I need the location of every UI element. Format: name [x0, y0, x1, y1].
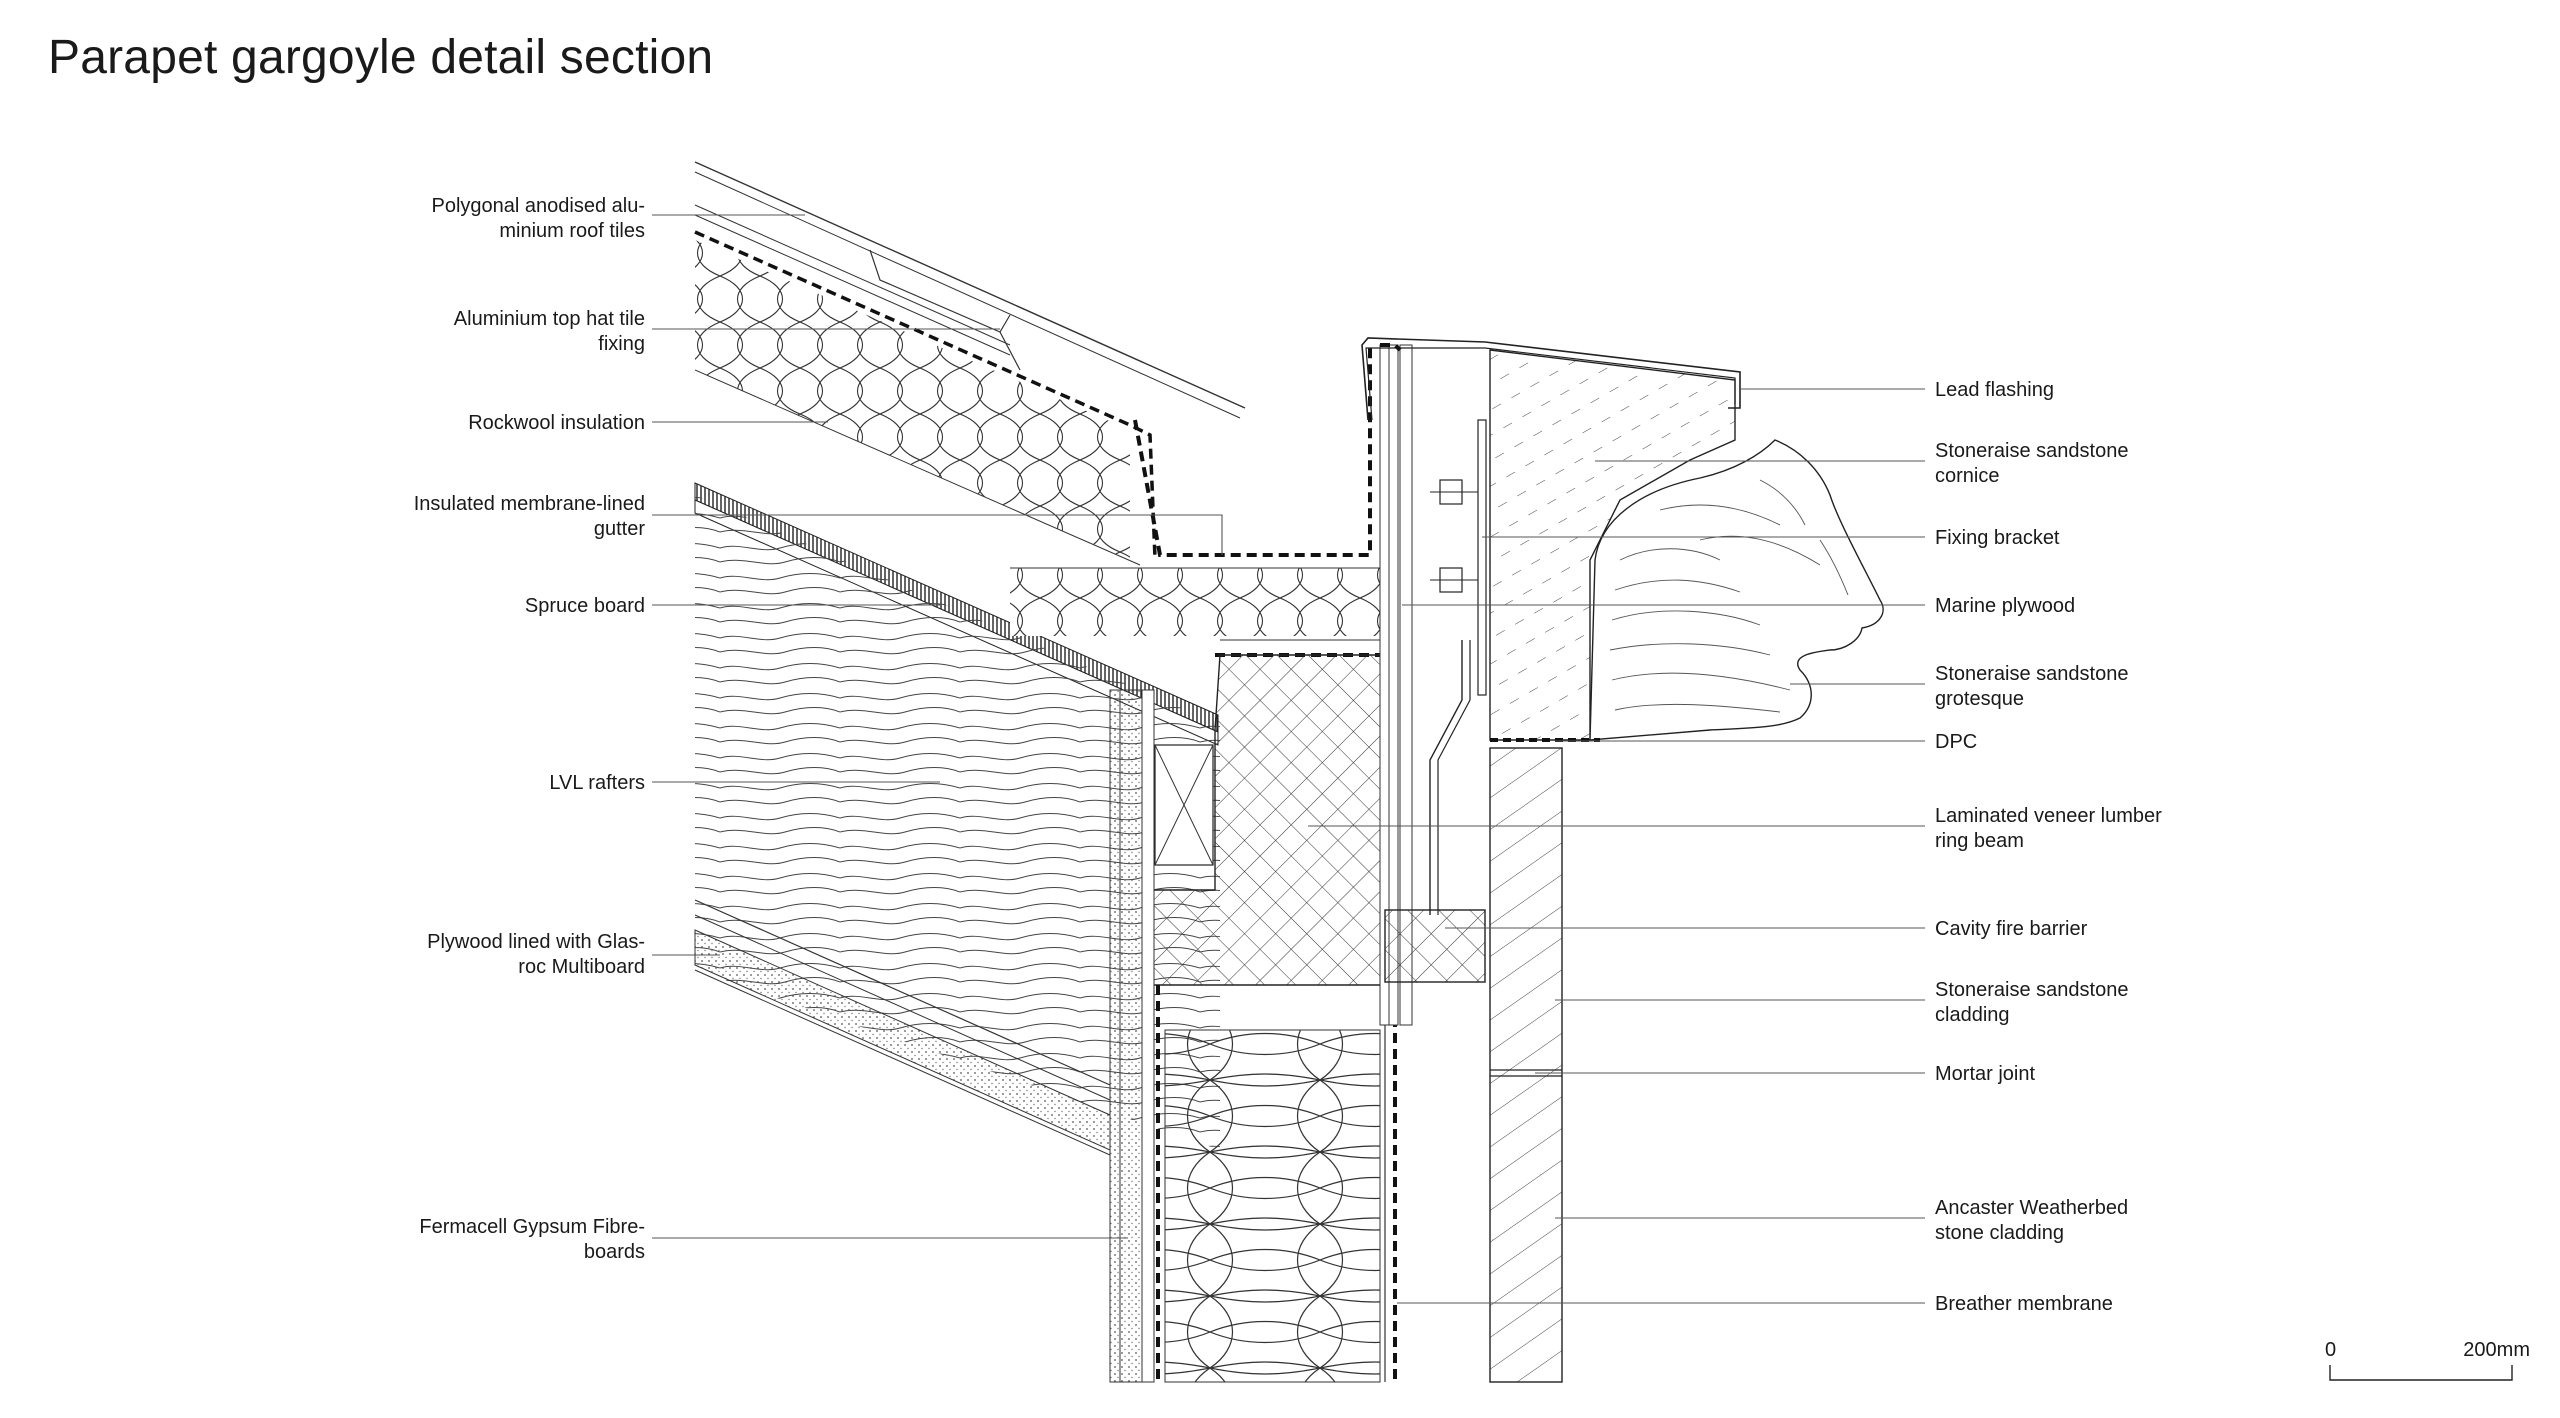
gutter	[1010, 345, 1380, 657]
wall-studs	[1109, 689, 1397, 1383]
page-title: Parapet gargoyle detail section	[48, 31, 714, 84]
labels-left: Polygonal anodised alu-minium roof tiles…	[414, 195, 646, 1263]
scale-start-label: 0	[2325, 1339, 2336, 1361]
scale-end-label: 200mm	[2463, 1339, 2530, 1361]
label-breather-membrane: Breather membrane	[1935, 1293, 2113, 1315]
label-spruce-board: Spruce board	[525, 595, 645, 617]
label-mortar-joint: Mortar joint	[1935, 1063, 2035, 1085]
label-lvl-rafters: LVL rafters	[549, 772, 645, 794]
scale-bar: 0 200mm	[2325, 1339, 2530, 1381]
label-fire-barrier: Cavity fire barrier	[1935, 918, 2088, 940]
label-fixing-bracket: Fixing bracket	[1935, 527, 2060, 549]
ring-beam	[1149, 654, 1386, 986]
leader-lines	[652, 214, 1925, 1304]
label-rockwool: Rockwool insulation	[468, 412, 645, 434]
label-lead-flashing: Lead flashing	[1935, 379, 2054, 401]
label-dpc: DPC	[1935, 731, 1977, 753]
roof-buildup	[694, 161, 1246, 1156]
label-roof-tiles: Polygonal anodised alu-minium roof tiles	[432, 195, 646, 242]
label-marine-plywood: Marine plywood	[1935, 595, 2075, 617]
parapet	[1361, 337, 1884, 1383]
label-plywood-glasroc: Plywood lined with Glas-roc Multiboard	[427, 931, 645, 978]
label-fermacell: Fermacell Gypsum Fibre-boards	[419, 1216, 645, 1263]
